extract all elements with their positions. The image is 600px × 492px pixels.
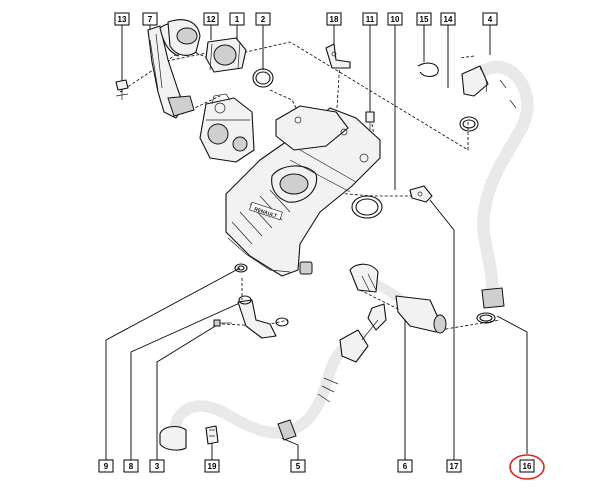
callout-label: 15 <box>420 15 429 24</box>
callout-3[interactable]: 3 <box>149 459 165 473</box>
hose-clamp-part-16[interactable] <box>476 312 496 324</box>
lower-hose-part-5[interactable] <box>159 303 387 451</box>
callout-label: 1 <box>235 15 240 24</box>
washer-part-9[interactable] <box>234 263 248 273</box>
bracket-part-17[interactable] <box>409 185 433 203</box>
callout-label: 5 <box>296 462 301 471</box>
sensor-pipe-part-6[interactable] <box>349 263 447 334</box>
callout-11[interactable]: 11 <box>362 12 378 26</box>
callout-label: 2 <box>261 15 266 24</box>
callout-label: 4 <box>488 15 493 24</box>
callout-5[interactable]: 5 <box>290 459 306 473</box>
callout-label: 16 <box>523 462 532 471</box>
highlight-circle <box>509 454 545 480</box>
bracket-part-8[interactable] <box>237 295 289 339</box>
callout-14[interactable]: 14 <box>440 12 456 26</box>
callout-label: 8 <box>129 462 134 471</box>
flange-seal-part-10[interactable] <box>351 195 383 219</box>
callout-1[interactable]: 1 <box>229 12 245 26</box>
egr-valve-assembly[interactable] <box>199 93 255 163</box>
intake-manifold[interactable]: RENAULT <box>225 105 381 277</box>
o-ring-part-14[interactable] <box>459 116 479 132</box>
callout-2[interactable]: 2 <box>255 12 271 26</box>
callout-label: 11 <box>366 15 375 24</box>
spring-clip-part-15[interactable] <box>417 62 439 78</box>
callout-label: 10 <box>391 15 400 24</box>
callout-label: 19 <box>208 462 217 471</box>
clip-part-19[interactable] <box>205 425 219 445</box>
callout-label: 6 <box>403 462 408 471</box>
callout-label: 7 <box>148 15 153 24</box>
intake-hose-part-4[interactable] <box>461 60 534 309</box>
bolt-part-3[interactable] <box>213 319 232 327</box>
callout-label: 18 <box>330 15 339 24</box>
callout-4[interactable]: 4 <box>482 12 498 26</box>
callout-label: 17 <box>450 462 459 471</box>
callout-10[interactable]: 10 <box>387 12 403 26</box>
callout-label: 14 <box>444 15 453 24</box>
callout-label: 9 <box>104 462 109 471</box>
callout-8[interactable]: 8 <box>123 459 139 473</box>
callout-16[interactable]: 16 <box>519 459 535 473</box>
callout-13[interactable]: 13 <box>114 12 130 26</box>
callout-19[interactable]: 19 <box>204 459 220 473</box>
throttle-elbow-part-12[interactable] <box>167 19 201 56</box>
callout-label: 13 <box>118 15 127 24</box>
callout-12[interactable]: 12 <box>203 12 219 26</box>
callout-label: 12 <box>207 15 216 24</box>
stud-part-11[interactable] <box>365 111 375 130</box>
callout-17[interactable]: 17 <box>446 459 462 473</box>
bolt-part-13[interactable] <box>115 79 129 100</box>
callout-7[interactable]: 7 <box>142 12 158 26</box>
callout-9[interactable]: 9 <box>98 459 114 473</box>
callout-6[interactable]: 6 <box>397 459 413 473</box>
callout-15[interactable]: 15 <box>416 12 432 26</box>
bracket-part-18[interactable] <box>325 43 351 69</box>
seal-ring-part-2[interactable] <box>252 68 274 88</box>
throttle-body-part-1[interactable] <box>205 37 247 73</box>
callout-label: 3 <box>155 462 160 471</box>
callout-18[interactable]: 18 <box>326 12 342 26</box>
